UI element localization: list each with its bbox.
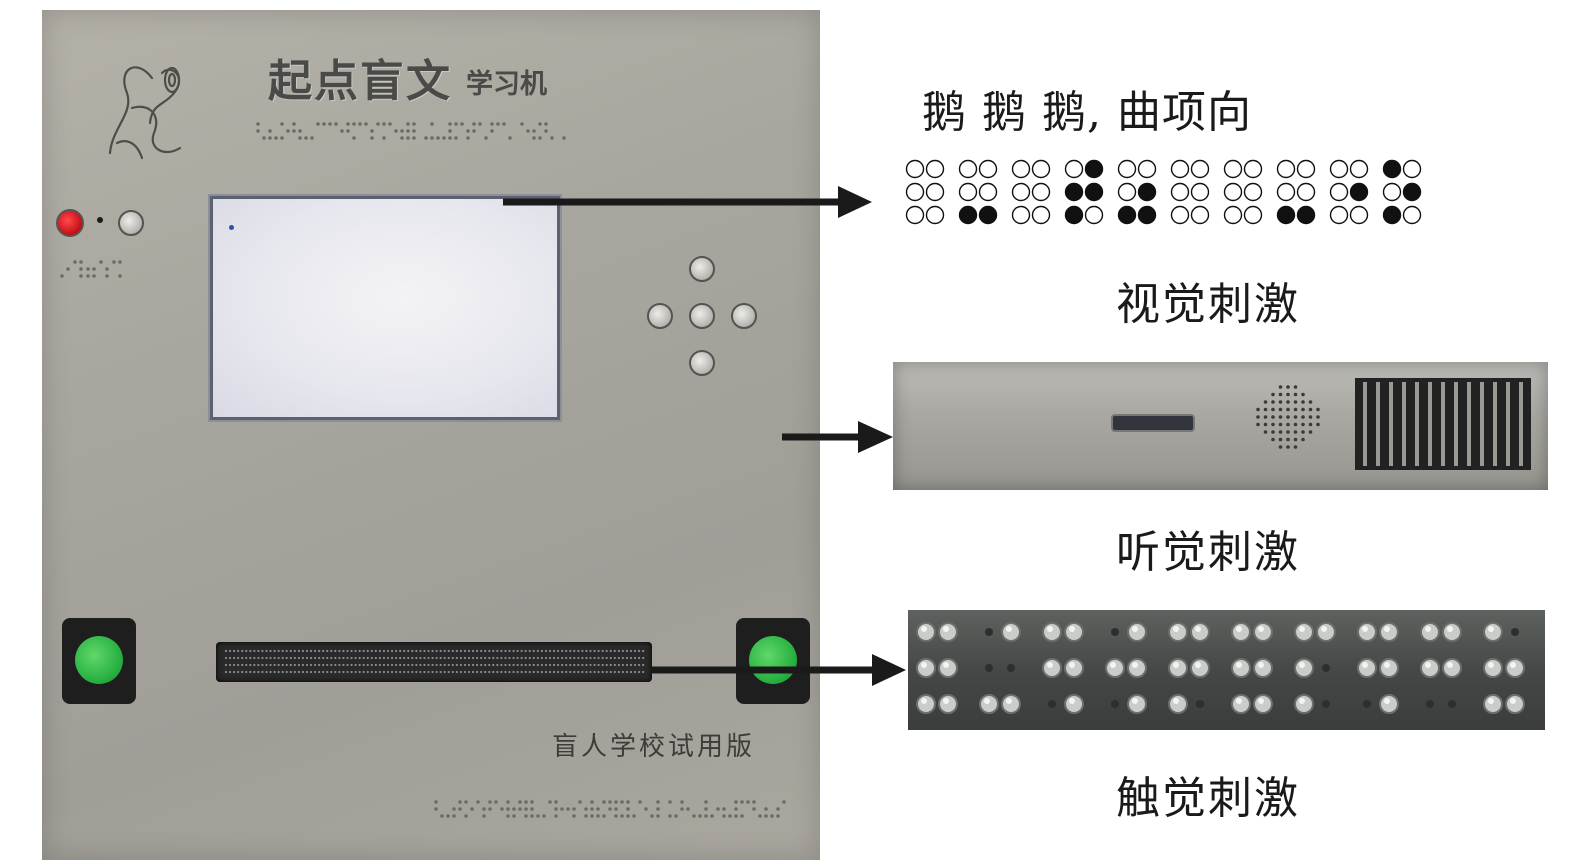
- right-green-button[interactable]: [736, 618, 810, 704]
- indicator-led: [97, 217, 103, 223]
- empty-dot: [1349, 159, 1369, 179]
- auditory-stimulus-caption: 听觉刺激: [1116, 527, 1300, 578]
- empty-dot: [1223, 182, 1243, 202]
- empty-dot: [1276, 182, 1296, 202]
- brand-subtitle: 学习机: [466, 69, 547, 100]
- dpad-center-button[interactable]: [689, 303, 715, 329]
- empty-dot: [1349, 205, 1369, 225]
- raised-dot: [1276, 205, 1296, 225]
- empty-dot: [978, 159, 998, 179]
- empty-dot: [1170, 205, 1190, 225]
- speaker-icon: [1256, 385, 1320, 449]
- raised-dot: [1296, 205, 1316, 225]
- tactile-braille-photo: [908, 610, 1545, 730]
- empty-dot: [1011, 159, 1031, 179]
- empty-dot: [925, 159, 945, 179]
- empty-dot: [1190, 182, 1210, 202]
- visual-poem-text: 鹅 鹅 鹅, 曲项向: [922, 87, 1252, 138]
- empty-dot: [1064, 159, 1084, 179]
- empty-dot: [1382, 182, 1402, 202]
- button-braille-label: [60, 260, 122, 278]
- braille-learning-device: 起点盲文 学习机 盲人学校试用版: [42, 10, 820, 860]
- raised-dot: [1064, 205, 1084, 225]
- dpad-right-button[interactable]: [731, 303, 757, 329]
- raised-dot: [1349, 182, 1369, 202]
- raised-dot: [1137, 182, 1157, 202]
- vent-grille: [1355, 378, 1531, 470]
- left-green-button[interactable]: [62, 618, 136, 704]
- brand-title: 起点盲文: [268, 56, 452, 107]
- empty-dot: [1402, 205, 1422, 225]
- function-button[interactable]: [118, 210, 144, 236]
- empty-dot: [1190, 205, 1210, 225]
- empty-dot: [925, 205, 945, 225]
- lcd-screen[interactable]: [210, 196, 560, 420]
- empty-dot: [1170, 182, 1190, 202]
- empty-dot: [1329, 182, 1349, 202]
- empty-dot: [978, 182, 998, 202]
- braille-dot-diagram: [905, 159, 1422, 225]
- raised-dot: [1382, 205, 1402, 225]
- empty-dot: [1243, 182, 1263, 202]
- raised-dot: [958, 205, 978, 225]
- raised-dot: [1084, 159, 1104, 179]
- brand-braille: [256, 122, 566, 140]
- empty-dot: [1329, 159, 1349, 179]
- raised-dot: [1084, 182, 1104, 202]
- empty-dot: [1329, 205, 1349, 225]
- arrow-tactile: [650, 654, 906, 686]
- bottom-braille: [434, 800, 786, 818]
- empty-dot: [1031, 205, 1051, 225]
- empty-dot: [1084, 205, 1104, 225]
- raised-dot: [1382, 159, 1402, 179]
- arrow-auditory: [782, 421, 893, 453]
- empty-dot: [1243, 205, 1263, 225]
- empty-dot: [1276, 159, 1296, 179]
- dpad-left-button[interactable]: [647, 303, 673, 329]
- empty-dot: [905, 182, 925, 202]
- empty-dot: [1031, 159, 1051, 179]
- empty-dot: [925, 182, 945, 202]
- raised-dot: [1064, 182, 1084, 202]
- empty-dot: [1402, 159, 1422, 179]
- empty-dot: [1296, 159, 1316, 179]
- empty-dot: [1011, 205, 1031, 225]
- menu-cursor: [229, 225, 234, 230]
- empty-dot: [1223, 205, 1243, 225]
- empty-dot: [1117, 159, 1137, 179]
- empty-dot: [1117, 182, 1137, 202]
- device-side-photo: [893, 362, 1548, 490]
- dpad-down-button[interactable]: [689, 350, 715, 376]
- raised-dot: [1402, 182, 1422, 202]
- empty-dot: [1137, 159, 1157, 179]
- visual-stimulus-caption: 视觉刺激: [1116, 279, 1300, 330]
- raised-dot: [1137, 205, 1157, 225]
- device-logo: [108, 66, 182, 160]
- empty-dot: [1223, 159, 1243, 179]
- empty-dot: [1170, 159, 1190, 179]
- braille-display-bar[interactable]: [216, 642, 652, 682]
- trial-edition-label: 盲人学校试用版: [552, 732, 756, 762]
- card-slot: [1111, 414, 1195, 432]
- power-button[interactable]: [56, 209, 84, 237]
- empty-dot: [958, 159, 978, 179]
- dpad-up-button[interactable]: [689, 256, 715, 282]
- empty-dot: [958, 182, 978, 202]
- empty-dot: [1243, 159, 1263, 179]
- empty-dot: [1190, 159, 1210, 179]
- arrow-visual: [503, 186, 872, 218]
- empty-dot: [1011, 182, 1031, 202]
- tactile-stimulus-caption: 触觉刺激: [1116, 773, 1300, 824]
- raised-dot: [1117, 205, 1137, 225]
- empty-dot: [1296, 182, 1316, 202]
- empty-dot: [1031, 182, 1051, 202]
- raised-dot: [978, 205, 998, 225]
- empty-dot: [905, 159, 925, 179]
- empty-dot: [905, 205, 925, 225]
